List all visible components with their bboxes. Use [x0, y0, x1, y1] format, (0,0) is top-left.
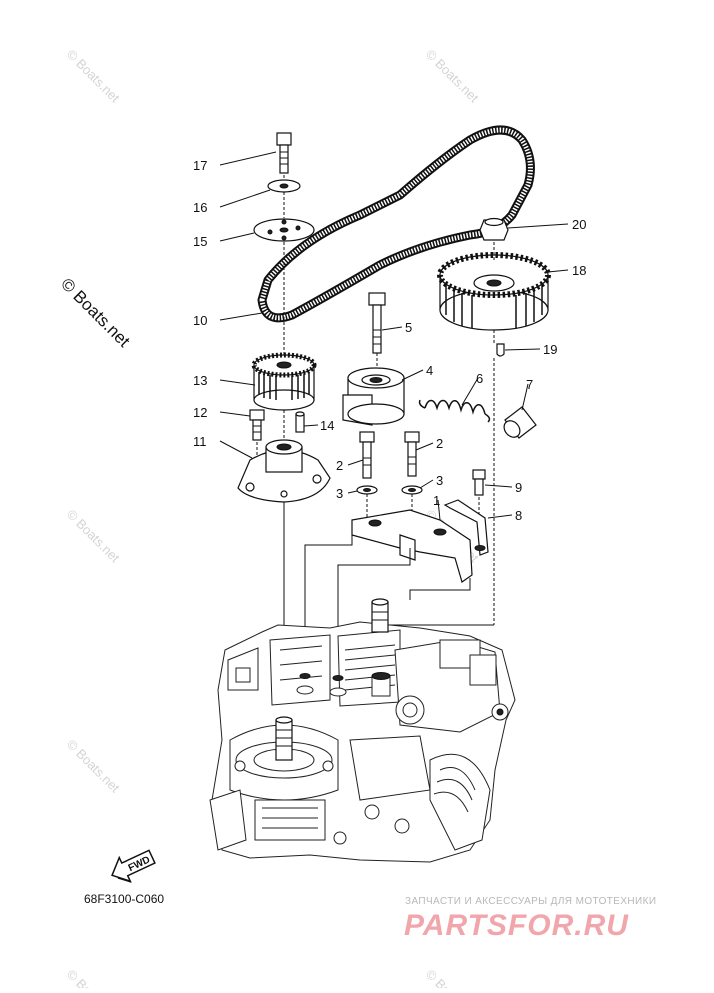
tensioner-4: [342, 367, 405, 426]
tensioner-arm-1: [351, 509, 486, 583]
brand-tagline: ЗАПЧАСТИ И АКСЕССУАРЫ ДЛЯ МОТОТЕХНИКИ: [405, 896, 656, 907]
callout-14: 14: [320, 418, 334, 433]
washer-16: [267, 179, 301, 193]
callout-11: 11: [193, 434, 207, 449]
callout-3-right: 3: [436, 473, 443, 488]
callout-4: 4: [426, 363, 433, 378]
woodruff-key-19: [496, 343, 505, 357]
bolt-17: [276, 132, 292, 174]
collar-7: [503, 406, 537, 439]
callout-2-right: 2: [436, 436, 443, 451]
crank-pulley-13: [251, 352, 317, 411]
washer-3-right: [401, 485, 423, 495]
callout-20: 20: [572, 217, 586, 232]
watermark-text: © Boats.net: [64, 507, 123, 566]
callout-19: 19: [543, 342, 557, 357]
dowel-pin-14: [295, 411, 305, 433]
callout-16: 16: [193, 200, 207, 215]
cam-sprocket-18: [437, 252, 551, 331]
spring-6: [418, 399, 491, 423]
callout-8: 8: [515, 508, 522, 523]
callout-10: 10: [193, 313, 207, 328]
callout-13: 13: [193, 373, 207, 388]
brand-banner: ЗАПЧАСТИ И АКСЕССУАРЫ ДЛЯ МОТОТЕХНИКИ PA…: [404, 896, 656, 942]
callout-5: 5: [405, 320, 412, 335]
brand-site: PARTSFOR.RU: [404, 909, 629, 942]
callout-labels: 17 16 15 10 13 12 11 14 5 4 6 7 2 2 3 3 …: [193, 158, 586, 523]
watermark-text: © Boats.net: [423, 47, 482, 106]
callout-2-left: 2: [336, 458, 343, 473]
seal-housing-11: [237, 439, 331, 503]
plate-15: [253, 218, 315, 242]
watermark-text: © Boats.net: [64, 737, 123, 796]
fwd-arrow: FWD: [111, 849, 156, 883]
watermark-copyright-main: © Boats.net: [57, 274, 134, 351]
timing-belt: [257, 125, 535, 323]
bolt-5: [368, 292, 386, 354]
bolt-2-right: [404, 431, 420, 477]
part-code: 68F3100-C060: [84, 892, 164, 906]
engine-block: [209, 598, 516, 863]
washer-3-left: [356, 485, 378, 495]
watermark-text: © Boats.net: [64, 967, 123, 988]
bolt-12: [249, 409, 265, 441]
bolt-9: [472, 469, 486, 496]
bolt-2-left: [359, 431, 375, 479]
callout-3-left: 3: [336, 486, 343, 501]
nut-20: [479, 217, 509, 241]
callout-6: 6: [476, 371, 483, 386]
callout-18: 18: [572, 263, 586, 278]
callout-12: 12: [193, 405, 207, 420]
callout-7: 7: [526, 377, 533, 392]
callout-1: 1: [433, 493, 440, 508]
callout-leaders: [219, 151, 569, 521]
callout-17: 17: [193, 158, 207, 173]
bracket-8: [443, 499, 489, 556]
callout-9: 9: [515, 480, 522, 495]
watermark-text: © Boats.net: [64, 47, 123, 106]
watermark-text: © Boats.net: [423, 967, 482, 988]
callout-15: 15: [193, 234, 207, 249]
